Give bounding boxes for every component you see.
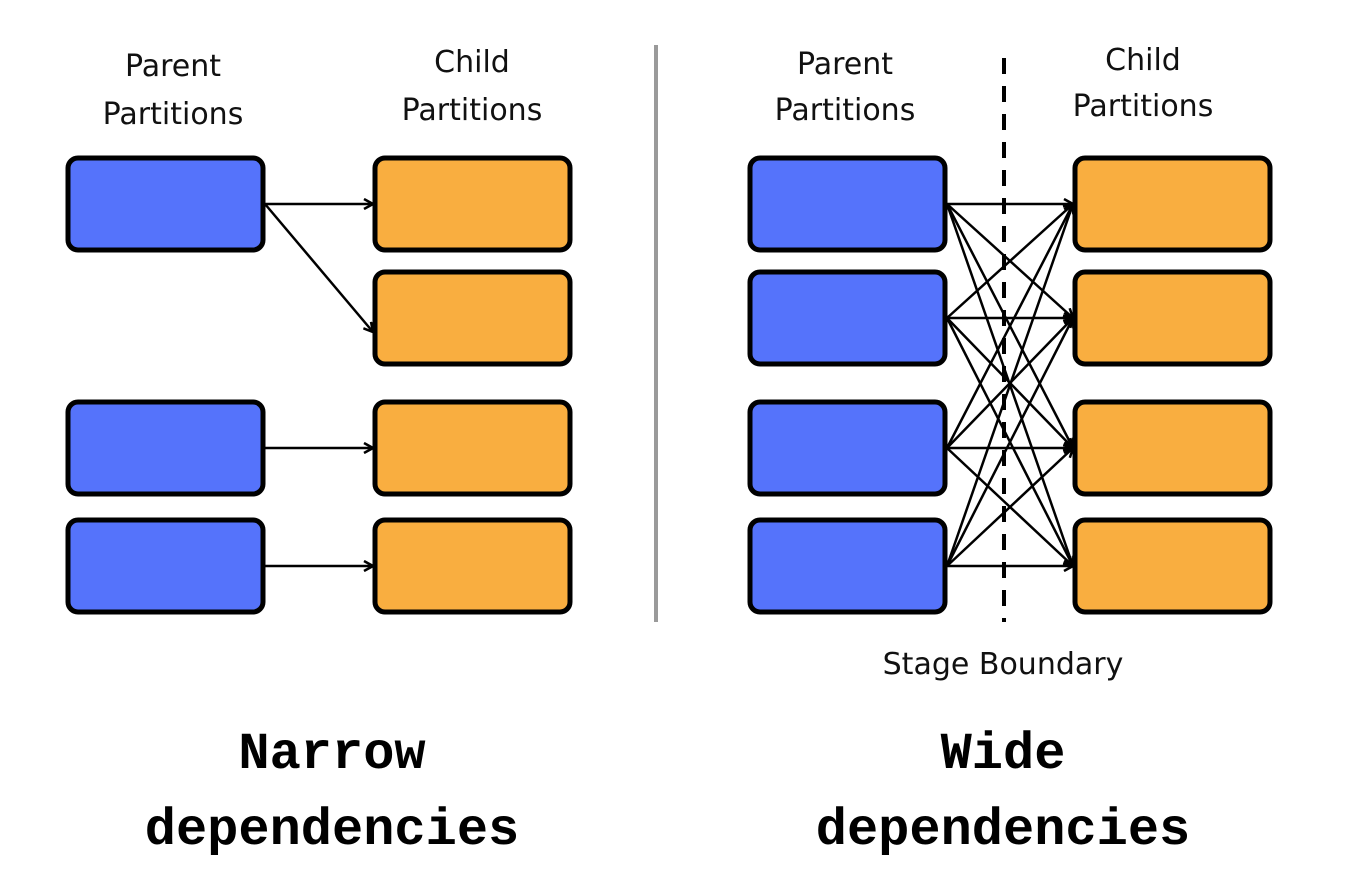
wide-parent-partition-0 xyxy=(747,155,948,253)
narrow-child-partition-0 xyxy=(372,155,573,253)
wide-edge-3-to-0 xyxy=(945,204,1073,567)
wide-child-partition-3 xyxy=(1072,517,1273,615)
narrow-parent-header-line1: Parent xyxy=(125,49,221,84)
narrow-child-partition-3 xyxy=(372,517,573,615)
narrow-parent-partition-3 xyxy=(65,517,266,615)
narrow-parent-partition-0 xyxy=(65,155,266,253)
narrow-parent-partition-2 xyxy=(65,399,266,497)
wide-child-partition-2 xyxy=(1072,399,1273,497)
wide-child-header-line2: Partitions xyxy=(1073,89,1214,124)
narrow-edges xyxy=(264,203,373,566)
wide-edge-1-to-0 xyxy=(946,204,1073,319)
narrow-title-line2: dependencies xyxy=(145,801,519,860)
wide-edge-3-to-2 xyxy=(946,448,1073,567)
narrow-child-partition-2 xyxy=(372,399,573,497)
wide-title-line2: dependencies xyxy=(816,801,1190,860)
wide-child-partition-1 xyxy=(1072,269,1273,367)
wide-child-header-line1: Child xyxy=(1105,43,1181,78)
narrow-parent-header-line2: Partitions xyxy=(103,97,244,132)
narrow-title-line1: Narrow xyxy=(238,725,425,784)
stage-boundary-label: Stage Boundary xyxy=(883,647,1124,682)
wide-child-partition-0 xyxy=(1072,155,1273,253)
narrow-child-partition-1 xyxy=(372,269,573,367)
wide-parent-partition-2 xyxy=(747,399,948,497)
wide-parent-header-line1: Parent xyxy=(797,47,893,82)
narrow-partitions xyxy=(65,155,573,615)
wide-parent-partition-3 xyxy=(747,517,948,615)
wide-parent-partition-1 xyxy=(747,269,948,367)
wide-edge-2-to-0 xyxy=(945,204,1073,449)
wide-edge-3-to-1 xyxy=(945,318,1073,567)
wide-partitions xyxy=(747,155,1273,615)
narrow-edge-0-to-1 xyxy=(264,203,373,332)
wide-parent-header-line2: Partitions xyxy=(775,93,916,128)
wide-edges xyxy=(945,204,1073,567)
wide-title-line1: Wide xyxy=(941,725,1066,784)
narrow-child-header-line1: Child xyxy=(434,45,510,80)
narrow-child-header-line2: Partitions xyxy=(402,93,543,128)
